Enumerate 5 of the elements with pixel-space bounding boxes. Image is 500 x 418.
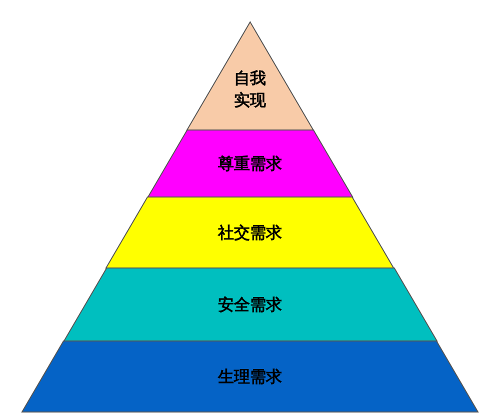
level-label: 安全需求 xyxy=(218,294,282,316)
level-label: 尊重需求 xyxy=(218,152,282,174)
level-label: 生理需求 xyxy=(218,366,282,388)
level-label: 社交需求 xyxy=(218,222,282,244)
level-label: 自我实现 xyxy=(233,67,267,111)
